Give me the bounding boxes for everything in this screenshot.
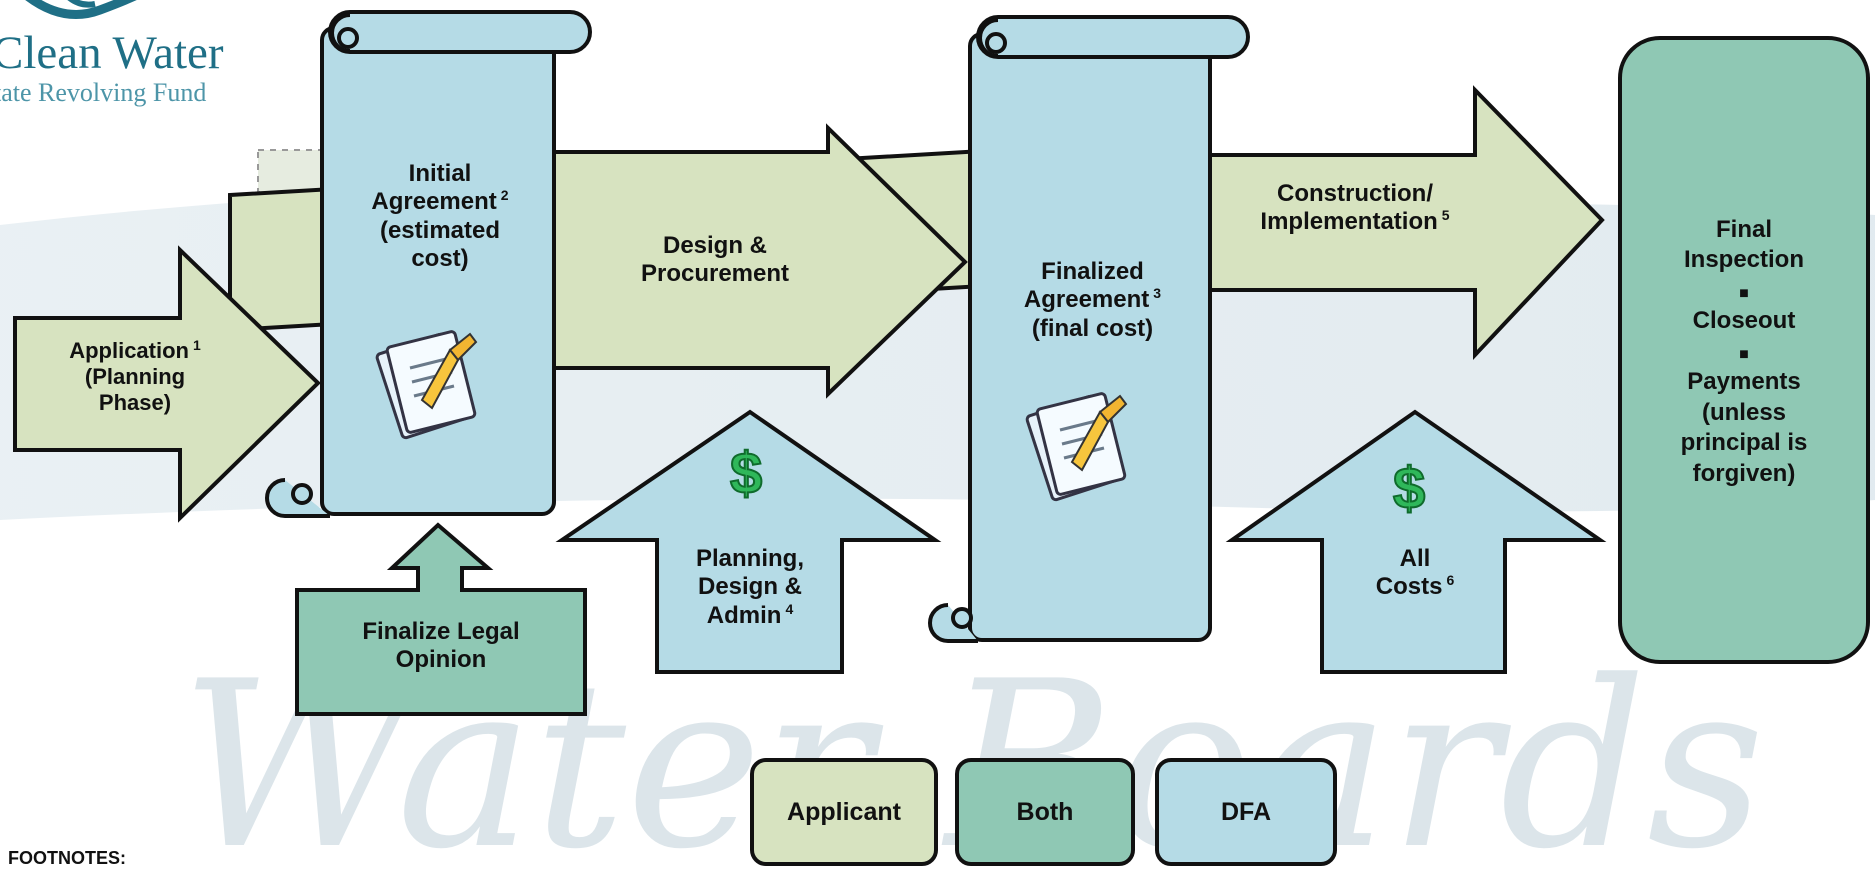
all-costs-up-arrow [1225, 409, 1607, 674]
planning-admin-up-arrow [555, 409, 942, 674]
final-inspection-box [1618, 36, 1870, 664]
final-inspection-label: Final Inspection ■ Closeout ■ Payments (… [1680, 216, 1808, 487]
document-pen-icon-initial [375, 330, 478, 440]
logo-title: Clean Water [0, 27, 224, 79]
footnotes-heading: FOOTNOTES: [8, 848, 126, 868]
design-procurement-arrow [543, 123, 968, 399]
water-drop-logo-icon [25, 0, 137, 19]
legend-dfa: DFA [1155, 758, 1337, 866]
ghost-placeholder [257, 149, 329, 193]
application-arrow [13, 245, 321, 523]
finalize-legal-opinion-label: Finalize Legal Opinion [362, 618, 520, 674]
dollar-icon-planning: $ [729, 440, 763, 507]
document-pen-icon-finalized [1025, 392, 1128, 502]
initial-agreement-scroll [265, 10, 592, 518]
legend-applicant: Applicant [750, 758, 938, 866]
finalized-agreement-scroll [928, 15, 1250, 643]
legend-both: Both [955, 758, 1135, 866]
design-procurement-label: Design & Procurement [640, 232, 790, 288]
construction-arrow [1198, 85, 1605, 361]
logo-subtitle: tate Revolving Fund [0, 78, 207, 107]
finalize-legal-opinion-shape [295, 522, 587, 716]
dollar-icon-all-costs: $ [1392, 455, 1426, 522]
